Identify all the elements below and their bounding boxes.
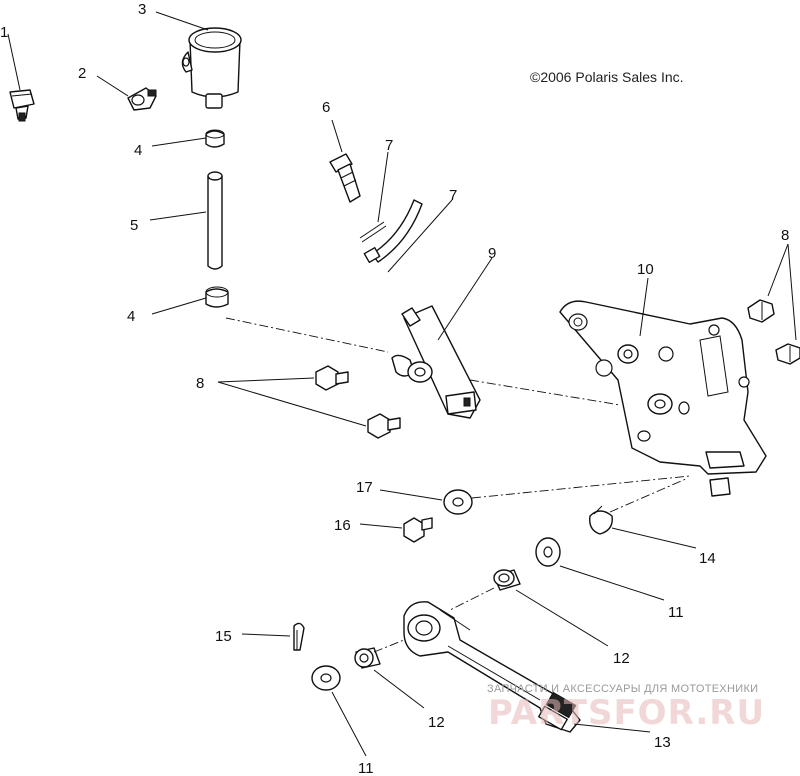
callout-8-right: 8 xyxy=(781,227,789,244)
part-5-hose xyxy=(207,171,223,270)
part-11-washer-upper xyxy=(535,537,561,567)
callout-9: 9 xyxy=(488,245,496,262)
callout-7-upper: 7 xyxy=(385,137,393,154)
part-6-bolt xyxy=(329,153,361,203)
part-11-washer-lower xyxy=(311,665,341,691)
part-12-bushing-lower xyxy=(354,647,381,669)
callout-12-upper: 12 xyxy=(613,650,630,667)
part-12-bushing-upper xyxy=(493,569,521,591)
callout-7-lower: 7 xyxy=(449,187,457,204)
part-7-hose-b xyxy=(363,199,423,264)
callout-13: 13 xyxy=(654,734,671,751)
part-14-clip-ring xyxy=(589,505,613,535)
watermark-brand: PARTSFOR.RU xyxy=(488,693,765,733)
callout-12-lower: 12 xyxy=(428,714,445,731)
callout-4-lower: 4 xyxy=(127,308,135,325)
callout-17: 17 xyxy=(356,479,373,496)
callout-16: 16 xyxy=(334,517,351,534)
part-4-clamp-upper xyxy=(205,129,225,148)
callout-10: 10 xyxy=(637,261,654,278)
callout-4-upper: 4 xyxy=(134,142,142,159)
part-8-bolt-right-lower xyxy=(775,343,800,365)
part-8-bolt-left-upper xyxy=(315,365,349,391)
part-7-hose-a xyxy=(359,221,387,243)
callout-6: 6 xyxy=(322,99,330,116)
callout-2: 2 xyxy=(78,65,86,82)
part-1-fitting xyxy=(9,89,35,122)
part-10-mounting-plate xyxy=(559,300,767,497)
part-15-cotter-pin xyxy=(293,622,305,651)
part-9-master-cylinder xyxy=(391,305,481,419)
part-17-washer xyxy=(443,489,473,515)
part-2-clip xyxy=(127,87,157,111)
part-8-bolt-right-upper xyxy=(747,299,775,323)
callout-11-lower: 11 xyxy=(358,760,374,776)
watermark-tagline: ЗАПЧАСТИ И АКСЕССУАРЫ ДЛЯ МОТОТЕХНИКИ xyxy=(487,683,758,695)
callout-5: 5 xyxy=(130,217,138,234)
part-4-clamp-lower xyxy=(205,286,229,308)
copyright-text: ©2006 Polaris Sales Inc. xyxy=(530,69,684,85)
part-8-bolt-left-lower xyxy=(367,413,401,439)
callout-14: 14 xyxy=(699,550,716,567)
part-3-reservoir xyxy=(181,27,242,109)
callout-11-upper: 11 xyxy=(668,604,684,621)
part-16-bolt xyxy=(403,517,433,543)
part-13-brake-pedal xyxy=(403,601,581,733)
callout-15: 15 xyxy=(215,628,232,645)
callout-8-left: 8 xyxy=(196,375,204,392)
callout-1: 1 xyxy=(0,24,8,41)
callout-3: 3 xyxy=(138,1,146,18)
